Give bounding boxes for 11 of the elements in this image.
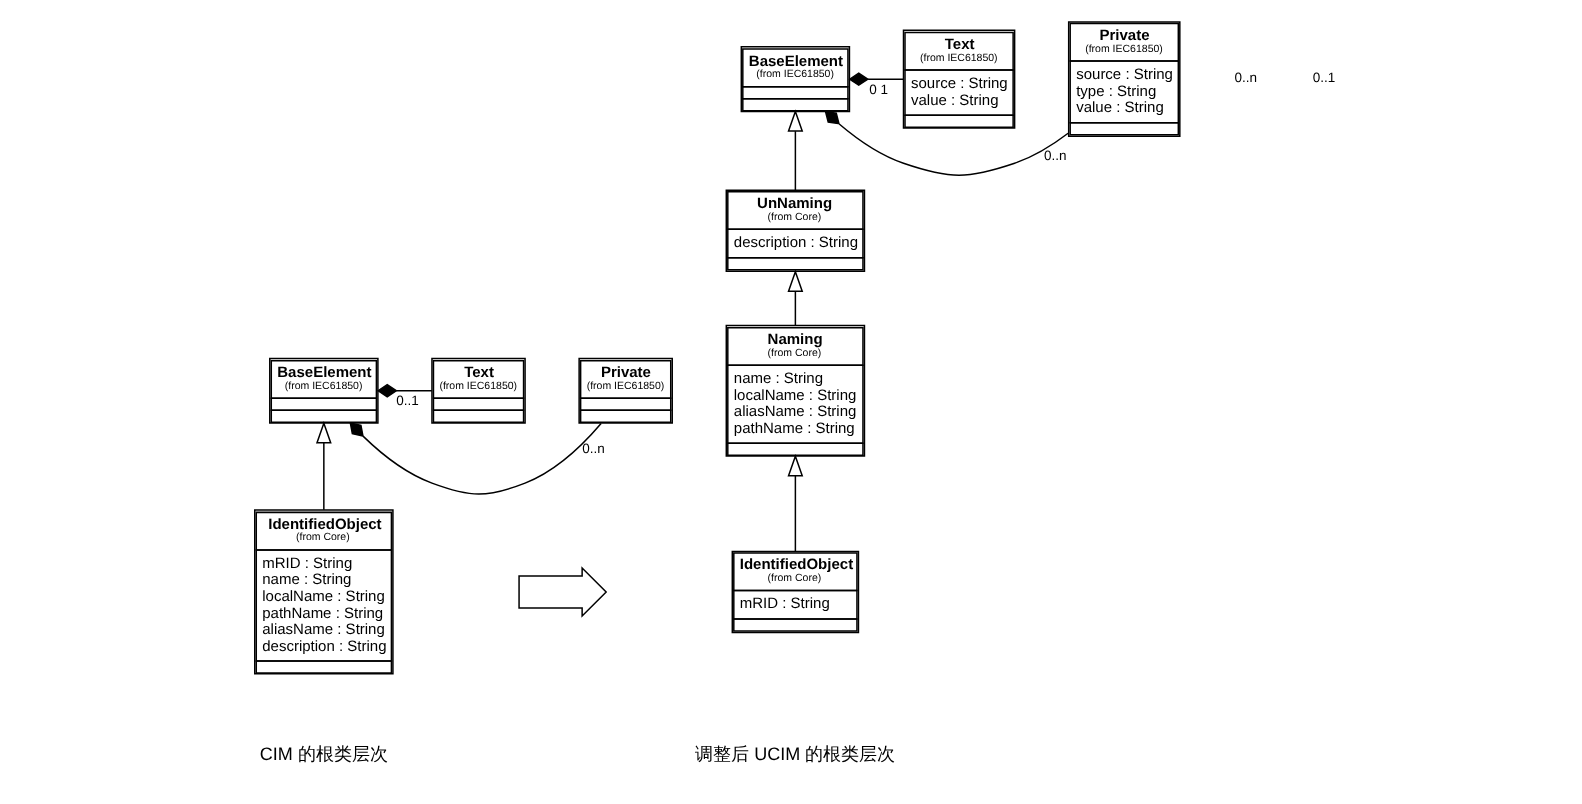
connector [348, 422, 601, 495]
connector [847, 72, 903, 87]
arrow [786, 269, 803, 327]
arrow [786, 109, 803, 191]
arrow [786, 454, 803, 553]
node-arrow [517, 566, 607, 618]
connector [823, 110, 1068, 176]
arrow [314, 421, 331, 511]
label: 调整后 UCIM 的根类层次 [694, 743, 895, 764]
connector [375, 383, 432, 398]
label: CIM 的根类层次 [258, 743, 387, 764]
